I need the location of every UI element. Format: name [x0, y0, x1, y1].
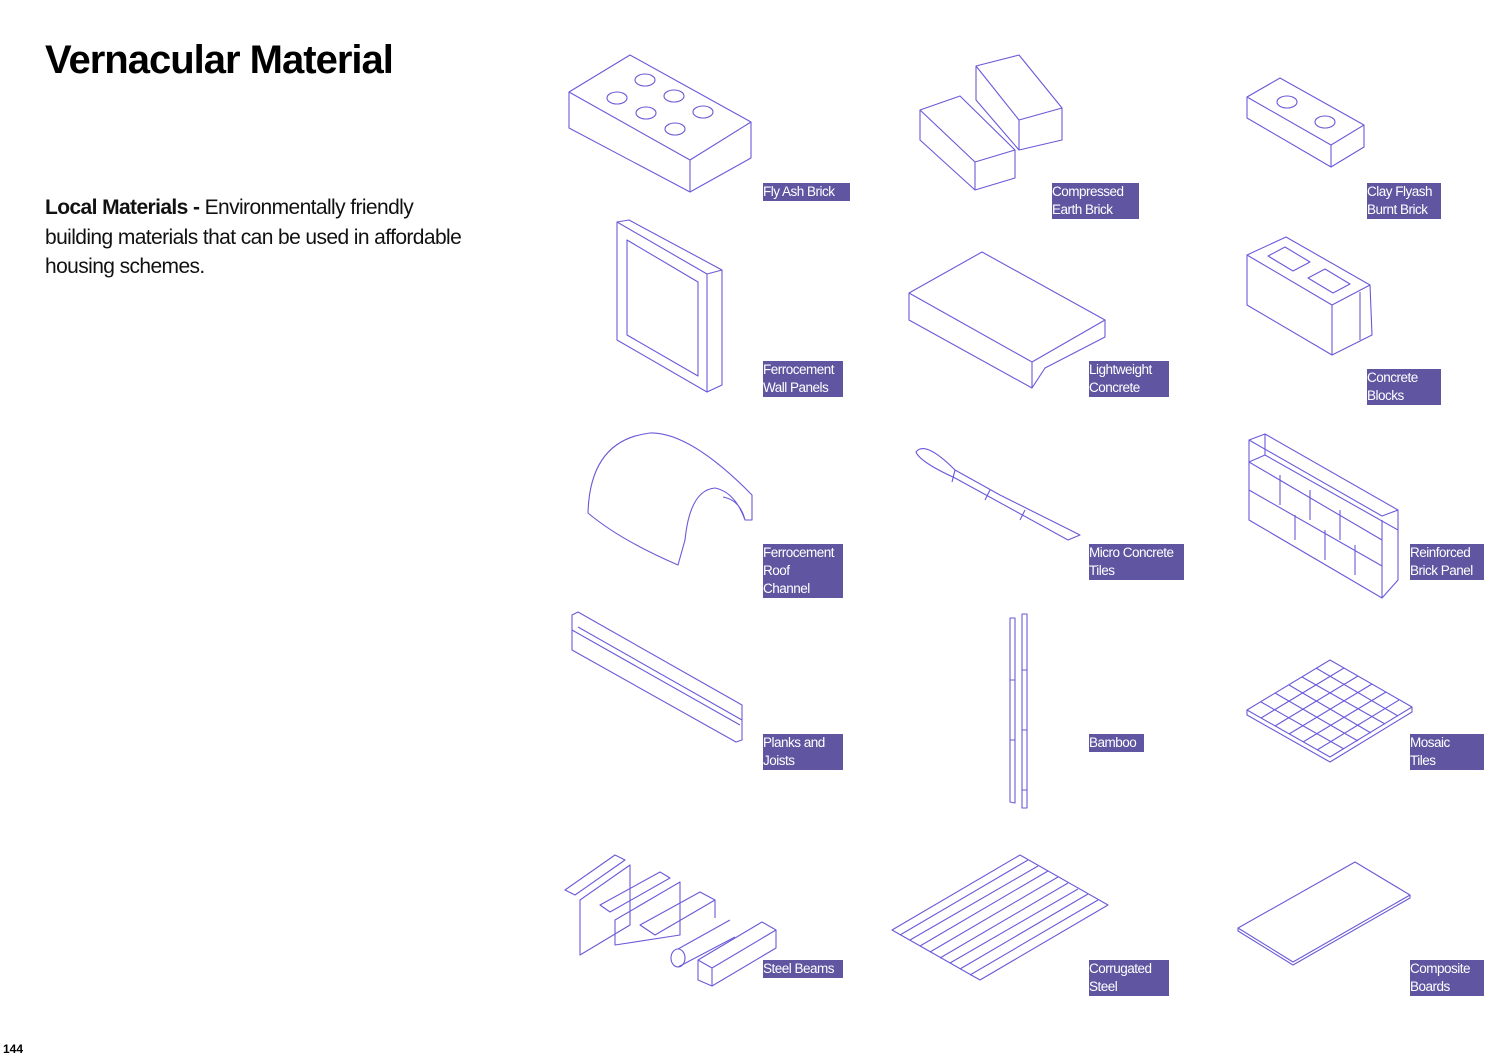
label-line: Composite [1410, 961, 1471, 976]
fly-ash-brick-drawing [568, 54, 752, 193]
label-line: Brick Panel [1410, 563, 1473, 578]
label-line: Clay Flyash [1367, 184, 1433, 199]
label-line: Burnt Brick [1367, 202, 1428, 217]
label-line: Fly Ash Brick [763, 184, 835, 199]
ferrocement-wall-panel-drawing [616, 219, 723, 393]
micro-concrete-tiles-drawing [915, 448, 1081, 541]
label-line: Ferrocement [763, 362, 835, 377]
label-fly-ash-brick: Fly Ash Brick [763, 183, 850, 201]
planks-and-joists-drawing [571, 611, 743, 743]
label-mosaic-tiles: Mosaic Tiles [1410, 734, 1484, 770]
reinforced-brick-panel-drawing [1248, 433, 1399, 599]
label-line: Reinforced [1410, 545, 1471, 560]
label-line: Steel [1089, 979, 1118, 994]
label-line: Concrete [1367, 370, 1418, 385]
concrete-block-drawing [1246, 236, 1373, 356]
label-line: Boards [1410, 979, 1450, 994]
label-line: Mosaic Tiles [1410, 735, 1450, 768]
label-line: Blocks [1367, 388, 1404, 403]
composite-board-drawing [1237, 861, 1411, 966]
intro-bold: Local Materials - [45, 196, 205, 219]
intro-body: Environmentally friendly building materi… [45, 196, 462, 278]
label-line: Tiles [1089, 563, 1115, 578]
label-line: Planks and [763, 735, 825, 750]
corrugated-steel-drawing [891, 854, 1109, 981]
label-steel-beams: Steel Beams [763, 960, 843, 978]
label-line: Corrugated [1089, 961, 1152, 976]
page-title: Vernacular Material [45, 38, 394, 82]
label-line: Ferrocement [763, 545, 835, 560]
label-bamboo: Bamboo [1089, 734, 1144, 752]
intro-text: Local Materials - Environmentally friend… [45, 193, 465, 282]
label-line: Steel Beams [763, 961, 835, 976]
label-line: Concrete [1089, 380, 1140, 395]
label-line: Joists [763, 753, 795, 768]
label-line: Bamboo [1089, 735, 1137, 750]
clay-flyash-brick-drawing [1246, 77, 1365, 168]
steel-beams-drawing [564, 854, 777, 987]
label-line: Earth Brick [1052, 202, 1113, 217]
mosaic-tiles-drawing [1246, 659, 1413, 763]
page-number: 144 [3, 1042, 24, 1056]
label-line: Wall Panels [763, 380, 829, 395]
bamboo-drawing [1009, 613, 1028, 809]
lightweight-concrete-drawing [908, 251, 1106, 389]
label-line: Lightweight [1089, 362, 1152, 377]
label-line: Compressed [1052, 184, 1124, 199]
compressed-earth-brick-drawing [919, 54, 1063, 191]
label-line: Roof Channel [763, 563, 810, 596]
label-line: Micro Concrete [1089, 545, 1174, 560]
ferrocement-roof-channel-drawing [587, 432, 753, 566]
